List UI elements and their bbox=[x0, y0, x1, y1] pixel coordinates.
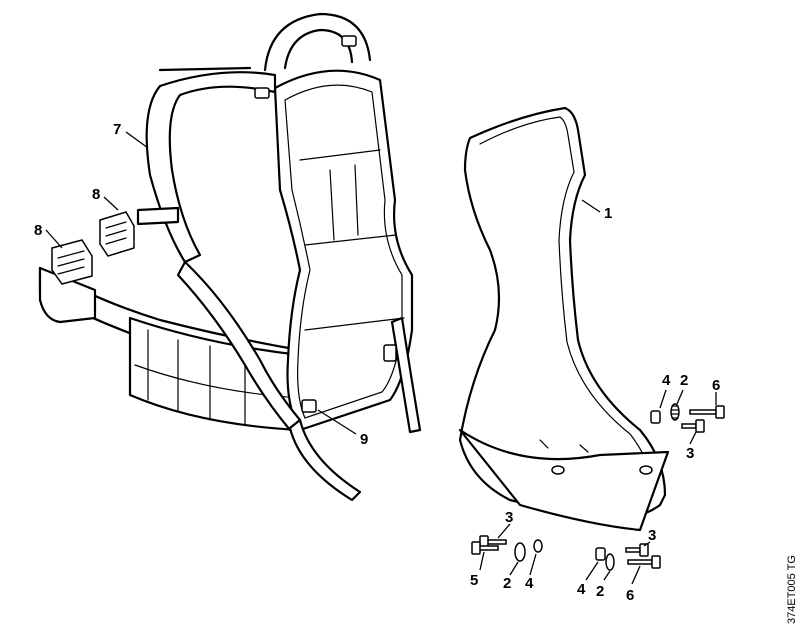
label-right-4: 4 bbox=[662, 372, 671, 389]
label-right-3: 3 bbox=[686, 445, 694, 462]
label-bottom-left-2: 2 bbox=[503, 575, 511, 592]
label-buckle-lower-8: 8 bbox=[34, 222, 42, 239]
leader-lines bbox=[45, 131, 717, 585]
backpack-harness bbox=[38, 12, 422, 502]
strap-buckle-9 bbox=[301, 399, 317, 413]
label-bottom-right-3: 3 bbox=[648, 527, 656, 544]
label-bottom-right-4: 4 bbox=[577, 581, 586, 598]
label-bottom-left-5: 5 bbox=[470, 572, 478, 589]
label-strap-buckle-9: 9 bbox=[360, 431, 368, 448]
label-right-6: 6 bbox=[712, 377, 720, 394]
buckle-lower bbox=[51, 239, 93, 285]
buckle-upper bbox=[99, 211, 135, 257]
label-bottom-right-2: 2 bbox=[596, 583, 604, 600]
drawing-code: 374ET005 TG bbox=[786, 555, 798, 624]
hardware-right bbox=[650, 403, 725, 433]
label-right-2: 2 bbox=[680, 372, 688, 389]
hardware-bottom-left bbox=[471, 535, 543, 562]
label-bottom-right-6: 6 bbox=[626, 587, 634, 604]
hardware-bottom-right bbox=[595, 543, 661, 571]
label-frame-1: 1 bbox=[604, 205, 612, 222]
label-harness-7: 7 bbox=[113, 121, 121, 138]
label-bottom-left-4: 4 bbox=[525, 575, 534, 592]
frame-part bbox=[458, 106, 670, 532]
label-bottom-left-3: 3 bbox=[505, 509, 513, 526]
label-buckle-upper-8: 8 bbox=[92, 186, 100, 203]
